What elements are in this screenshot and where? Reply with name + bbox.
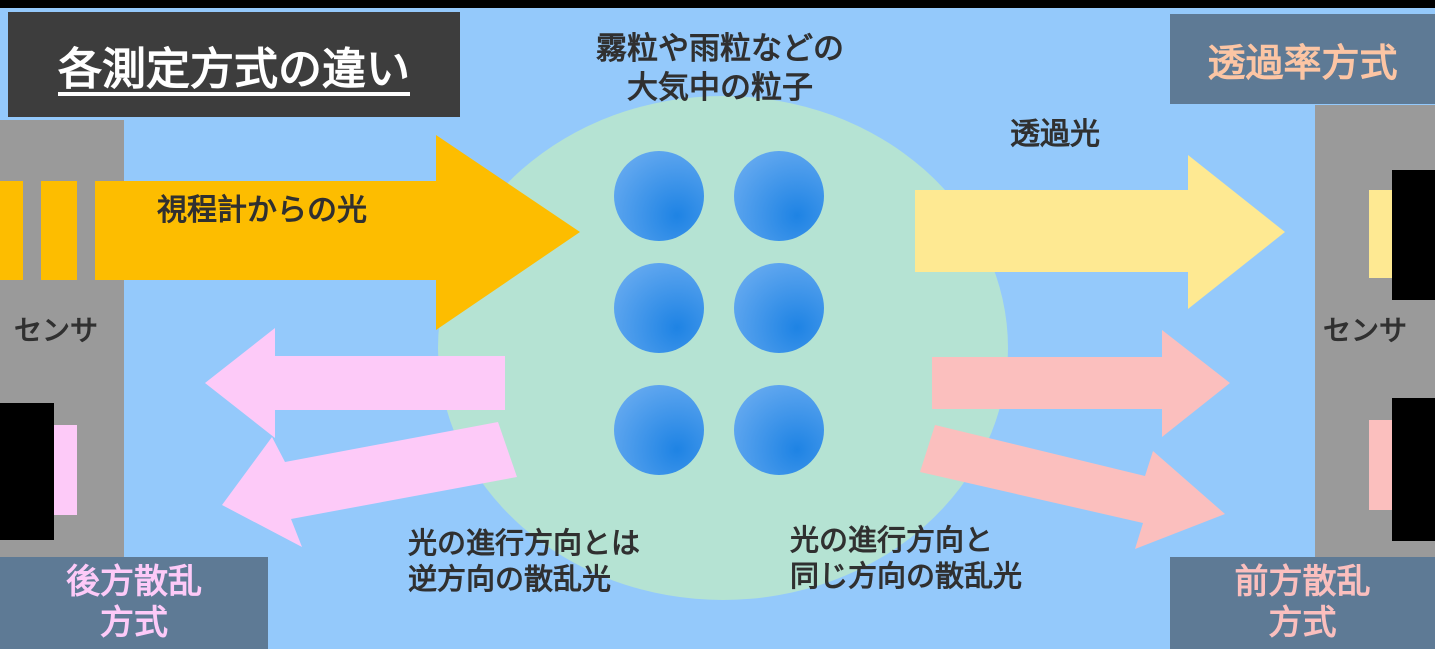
particle	[614, 263, 704, 353]
right-receiver-window-lower	[1392, 398, 1435, 541]
title-box: 各測定方式の違い	[8, 12, 460, 117]
backscatter-arrow-lower	[222, 422, 517, 547]
right-sensor-label: センサ	[1323, 314, 1408, 347]
left-receiver-window	[0, 403, 54, 540]
transmitted-light-label: 透過光	[1010, 117, 1100, 152]
left-sensor-label: センサ	[14, 314, 99, 347]
right-receiver-window-upper	[1392, 170, 1435, 300]
backscatter-arrow-upper	[205, 328, 505, 438]
particle	[734, 263, 824, 353]
particle	[614, 151, 704, 241]
forwardscatter-light-label: 光の進行方向と 同じ方向の散乱光	[790, 523, 1023, 594]
forwardscatter-arrow-upper	[932, 330, 1230, 437]
particle	[734, 385, 824, 475]
particle	[614, 385, 704, 475]
transmitted-light-arrow	[915, 155, 1285, 309]
left-receiver-light	[54, 425, 77, 515]
backscatter-light-label: 光の進行方向とは 逆方向の散乱光	[408, 526, 641, 597]
incoming-light-arrow	[0, 135, 580, 330]
top-border	[0, 0, 1435, 8]
backscatter-method-label: 後方散乱 方式	[0, 557, 268, 649]
forwardscatter-arrow-lower	[920, 425, 1225, 549]
page-title: 各測定方式の違い	[58, 43, 410, 95]
right-receiver-light-lower	[1369, 420, 1392, 510]
forwardscatter-method-label: 前方散乱 方式	[1170, 557, 1435, 649]
incoming-light-label: 視程計からの光	[157, 193, 367, 228]
particles-label: 霧粒や雨粒などの 大気中の粒子	[596, 31, 844, 106]
particle	[734, 151, 824, 241]
particle-zone	[438, 96, 1008, 600]
transmission-method-label: 透過率方式	[1170, 14, 1435, 104]
right-receiver-light-upper	[1369, 190, 1392, 278]
